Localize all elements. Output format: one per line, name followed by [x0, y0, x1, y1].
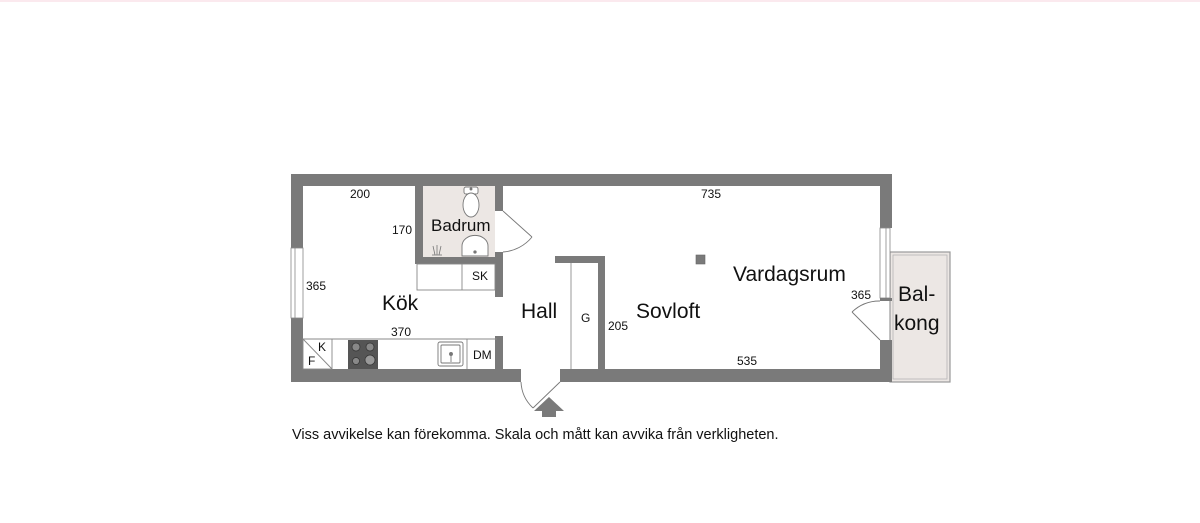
bathroom-sink-icon: [461, 234, 489, 257]
window-right: [879, 227, 892, 301]
window-left: [290, 247, 304, 319]
dimension-kok-width-top: 200: [350, 187, 371, 201]
fixture-label-g: G: [581, 311, 591, 325]
stove-icon: [348, 340, 378, 369]
entrance-door: [520, 381, 561, 409]
room-label-balkong-1: Bal-: [898, 283, 936, 306]
fixture-label-sk: SK: [472, 269, 489, 283]
entrance-arrow-icon: [534, 397, 564, 417]
floor-drain-icon: [432, 245, 442, 256]
dimension-badrum-height: 170: [392, 223, 413, 237]
room-label-badrum: Badrum: [431, 216, 491, 235]
toilet-icon: [462, 186, 480, 218]
dimension-vardagsrum-width-top: 735: [701, 187, 722, 201]
dimension-vardagsrum-height: 365: [851, 288, 872, 302]
balcony: [889, 251, 951, 383]
fixture-label-k: K: [318, 340, 327, 354]
dimension-kok-height: 365: [306, 279, 327, 293]
room-label-sovloft: Sovloft: [636, 300, 701, 323]
dimension-sovloft-height: 205: [608, 319, 629, 333]
room-label-kok: Kök: [382, 292, 419, 315]
pillar: [695, 254, 706, 265]
dimension-sovloft-width-bottom: 535: [737, 354, 758, 368]
disclaimer-text: Viss avvikelse kan förekomma. Skala och …: [292, 427, 779, 443]
fixture-label-dm: DM: [473, 348, 492, 362]
fixture-label-f: F: [308, 354, 316, 368]
balcony-door: [851, 300, 881, 341]
kitchen-sink-icon: [437, 341, 464, 367]
sk-cabinet: [416, 263, 496, 291]
dimension-kok-width-bottom: 370: [391, 325, 412, 339]
room-label-vardagsrum: Vardagsrum: [733, 263, 846, 286]
kitchen-counter: [302, 338, 497, 370]
room-label-balkong-2: kong: [894, 312, 940, 335]
walls: [291, 174, 892, 382]
bathroom-door: [502, 210, 533, 253]
top-border: [0, 0, 1200, 2]
room-label-hall: Hall: [521, 300, 558, 323]
